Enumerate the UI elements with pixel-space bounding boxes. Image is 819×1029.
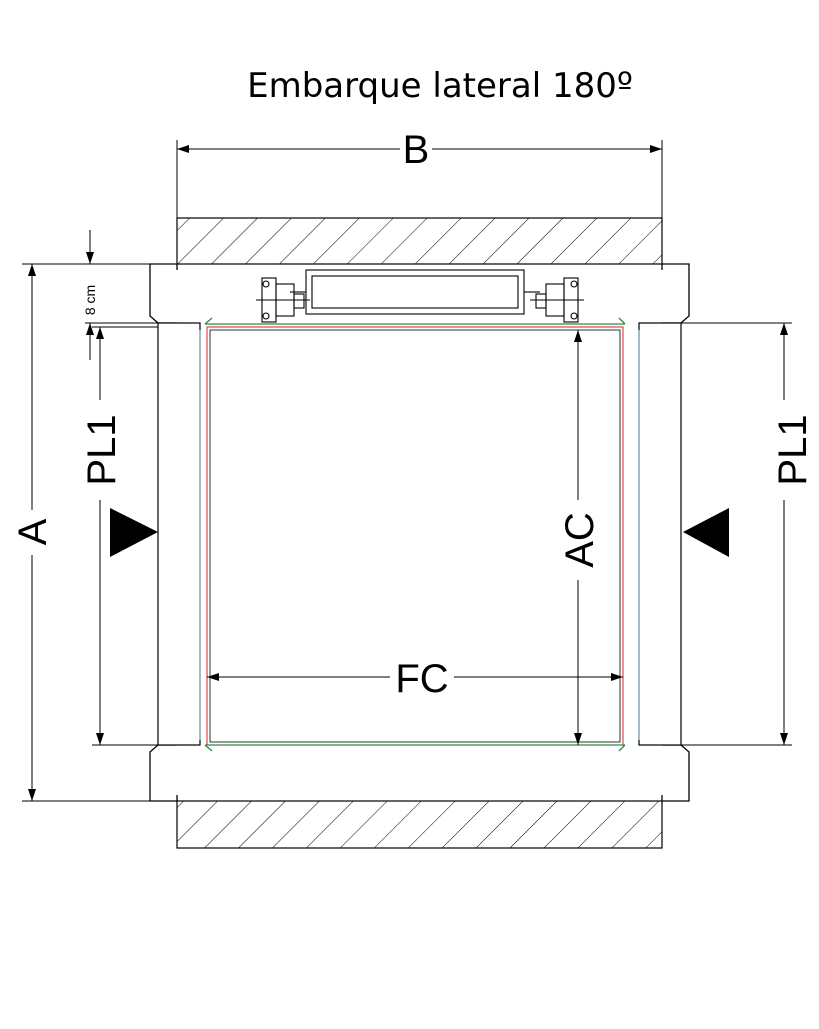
dimension-A <box>22 263 150 802</box>
label-AC: AC <box>558 512 602 568</box>
label-8cm: 8 cm <box>82 285 98 315</box>
label-FC: FC <box>395 657 448 701</box>
bottom-wall <box>176 800 663 849</box>
dimension-B <box>176 140 663 218</box>
triangle-right-icon <box>110 508 158 557</box>
shaft-frame-bottom <box>149 744 690 802</box>
top-sill <box>204 317 626 325</box>
drawing-title: Embarque lateral 180º <box>247 66 633 106</box>
counterweight-assembly <box>256 269 584 323</box>
right-door-panel <box>638 322 682 746</box>
triangle-left-icon <box>683 508 729 557</box>
label-A: A <box>11 518 55 545</box>
left-door-panel <box>157 322 201 746</box>
label-PL1-right: PL1 <box>771 414 815 485</box>
label-B: B <box>403 128 430 172</box>
dimension-8cm <box>85 230 158 360</box>
dimension-PL1-left <box>92 326 158 746</box>
bottom-sill <box>204 744 626 752</box>
top-wall <box>176 217 663 265</box>
dimension-PL1-right <box>681 322 792 746</box>
car-inner <box>209 329 621 743</box>
shaft-frame-top <box>149 263 690 324</box>
label-PL1-left: PL1 <box>80 414 124 485</box>
